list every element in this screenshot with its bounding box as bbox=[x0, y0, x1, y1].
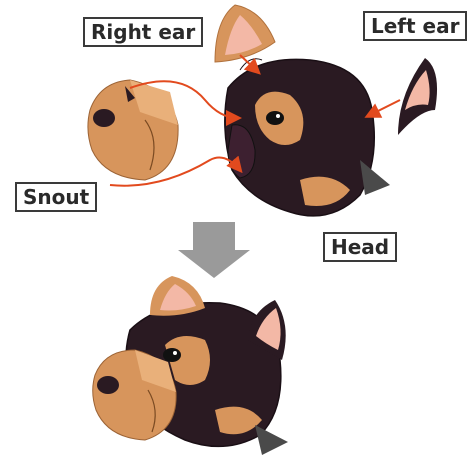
label-snout: Snout bbox=[15, 182, 97, 212]
assembly-arrow bbox=[178, 222, 250, 278]
connector-left-ear bbox=[368, 100, 400, 116]
label-left-ear: Left ear bbox=[363, 11, 467, 41]
left-ear-part bbox=[398, 58, 437, 135]
label-head: Head bbox=[323, 232, 397, 262]
snout-part bbox=[88, 80, 178, 180]
label-right-ear: Right ear bbox=[83, 17, 203, 47]
assembled-head bbox=[93, 276, 288, 455]
head-part bbox=[225, 59, 390, 216]
right-ear-part bbox=[215, 5, 275, 62]
